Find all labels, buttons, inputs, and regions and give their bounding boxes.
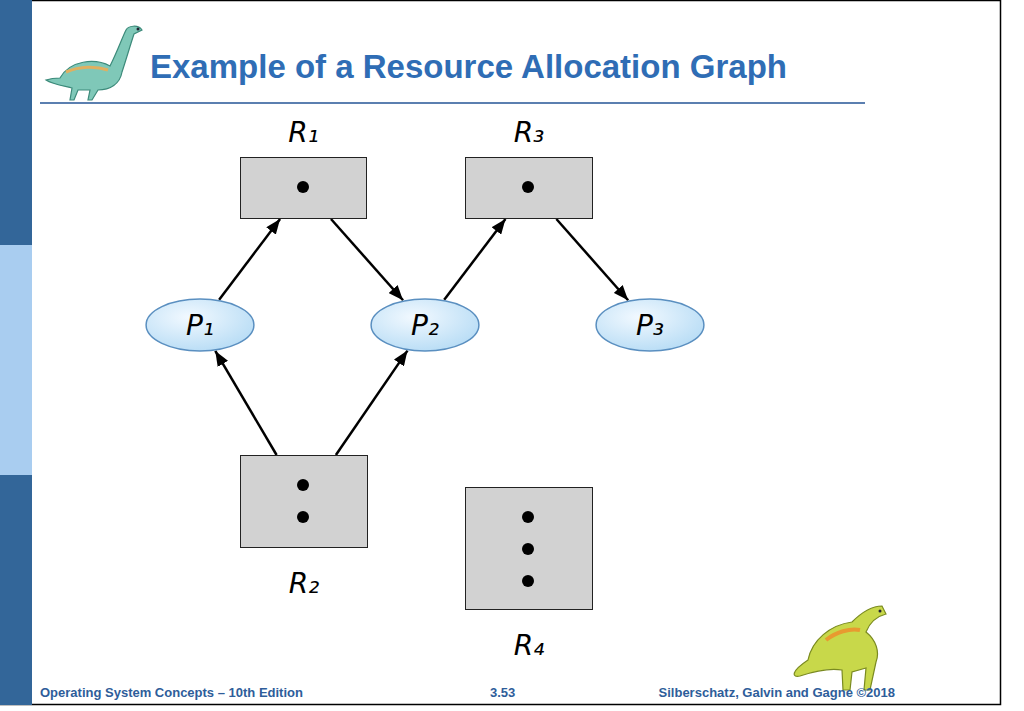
resource-box: R₂: [240, 455, 368, 548]
resource-box: R₄: [465, 487, 593, 610]
slide-frame: [1, 1, 1001, 705]
process-label: P₂: [411, 309, 439, 342]
instance-dot: [522, 511, 534, 523]
side-bar: [0, 475, 32, 705]
resource-label: R₂: [221, 567, 387, 600]
side-bar: [0, 245, 32, 475]
side-bar: [0, 0, 32, 245]
graph-edge: [444, 219, 505, 300]
instance-dot: [522, 543, 534, 555]
graph-edge: [331, 219, 403, 300]
graph-edge: [219, 219, 280, 300]
process-circle: P₃: [595, 298, 705, 352]
slide-title: Example of a Resource Allocation Graph: [150, 48, 787, 86]
dinosaur-icon: [46, 26, 142, 100]
graph-edge: [215, 351, 276, 455]
instance-dot: [297, 479, 309, 491]
dinosaur-icon: [794, 606, 886, 690]
instance-dot: [522, 181, 534, 193]
footer-text: 3.53: [490, 685, 515, 700]
process-label: P₃: [636, 309, 664, 342]
instance-dots: [465, 487, 593, 610]
title-rule: [40, 102, 865, 104]
process-circle: P₂: [370, 298, 480, 352]
instance-dots: [240, 455, 368, 548]
footer-text: Operating System Concepts – 10th Edition: [40, 685, 303, 700]
instance-dot: [297, 181, 309, 193]
instance-dots: [465, 157, 593, 219]
graph-edge: [336, 351, 408, 455]
resource-label: R₁: [221, 116, 386, 149]
instance-dot: [297, 511, 309, 523]
instance-dot: [522, 575, 534, 587]
resource-label: R₃: [446, 116, 612, 149]
process-label: P₁: [186, 309, 214, 342]
graph-edge: [556, 219, 628, 300]
footer-text: Silberschatz, Galvin and Gagne ©2018: [659, 685, 895, 700]
process-circle: P₁: [145, 298, 255, 352]
resource-label: R₄: [446, 629, 612, 662]
instance-dots: [240, 157, 367, 219]
resource-box: R₁: [240, 157, 367, 219]
resource-box: R₃: [465, 157, 593, 219]
